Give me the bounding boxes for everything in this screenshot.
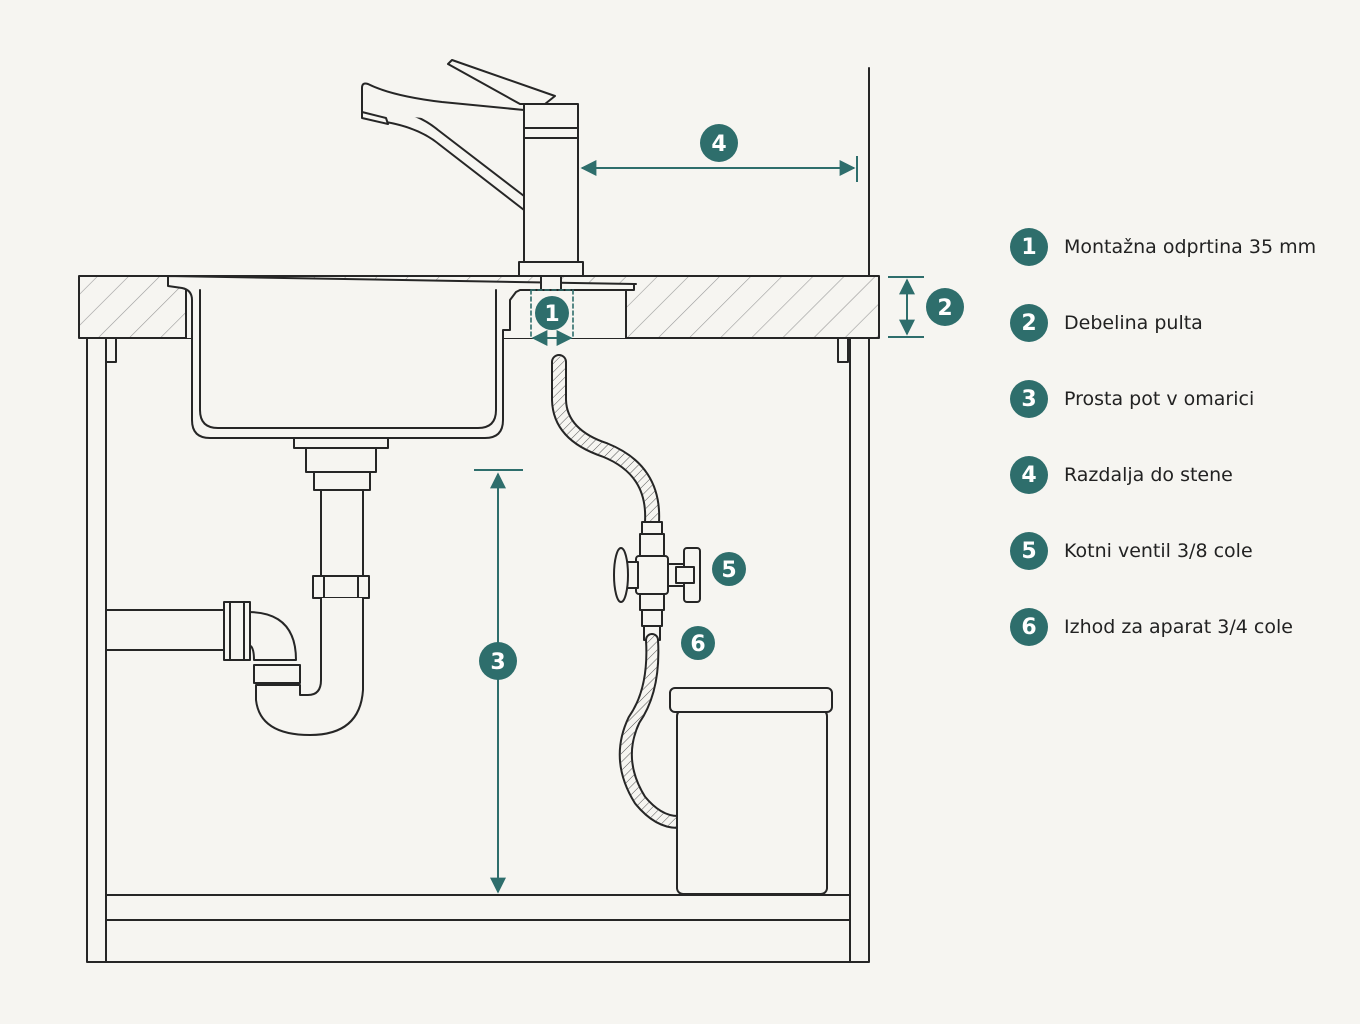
legend-label-3: Prosta pot v omarici [1064, 388, 1255, 410]
diagram-badge-number-4: 4 [711, 132, 726, 157]
diagram-badge-1: 1 [535, 296, 569, 330]
legend-item-5: 5 Kotni ventil 3/8 cole [1010, 532, 1350, 570]
legend-label-1: Montažna odprtina 35 mm [1064, 236, 1317, 258]
diagram-badge-number-1: 1 [544, 302, 559, 327]
faucet [361, 59, 584, 277]
supply-hose-lower [618, 633, 685, 829]
legend-label-6: Izhod za aparat 3/4 cole [1064, 616, 1293, 638]
legend-badge-4: 4 [1010, 456, 1048, 494]
sink-basin [167, 275, 635, 449]
legend-item-4: 4 Razdalja do stene [1010, 456, 1350, 494]
legend-badge-1: 1 [1010, 228, 1048, 266]
appliance-canister [669, 687, 833, 895]
legend-badge-3: 3 [1010, 380, 1048, 418]
diagram-badge-3: 3 [479, 642, 517, 680]
legend-item-6: 6 Izhod za aparat 3/4 cole [1010, 608, 1350, 646]
legend-label-5: Kotni ventil 3/8 cole [1064, 540, 1253, 562]
legend-item-2: 2 Debelina pulta [1010, 304, 1350, 342]
mounting-hole [530, 275, 574, 339]
diagram-badges: 1 2 3 4 5 6 [479, 124, 964, 680]
legend-label-4: Razdalja do stene [1064, 464, 1233, 486]
drain-trap [105, 447, 377, 736]
legend-badge-2: 2 [1010, 304, 1048, 342]
diagram-badge-4: 4 [700, 124, 738, 162]
angle-valve [613, 521, 701, 641]
diagram-badge-2: 2 [926, 288, 964, 326]
legend-badge-6: 6 [1010, 608, 1048, 646]
legend-item-1: 1 Montažna odprtina 35 mm [1010, 228, 1350, 266]
legend-badge-5: 5 [1010, 532, 1048, 570]
legend: 1 Montažna odprtina 35 mm 2 Debelina pulta 3… [1010, 228, 1350, 684]
legend-label-2: Debelina pulta [1064, 312, 1203, 334]
diagram-badge-number-3: 3 [490, 650, 505, 675]
diagram-badge-5: 5 [712, 552, 746, 586]
diagram-badge-number-6: 6 [690, 632, 705, 657]
legend-item-3: 3 Prosta pot v omarici [1010, 380, 1350, 418]
supply-hose-upper [551, 354, 661, 530]
diagram-badge-number-5: 5 [721, 558, 736, 583]
diagram-badge-number-2: 2 [937, 296, 952, 321]
diagram-badge-6: 6 [681, 626, 715, 660]
